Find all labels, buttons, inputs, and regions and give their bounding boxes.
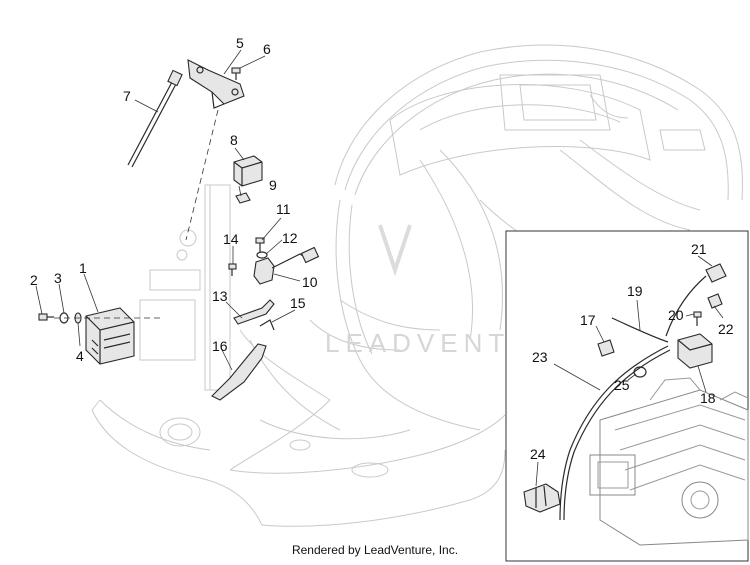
watermark-logo: [378, 224, 412, 277]
part-1-voltage-regulator[interactable]: [85, 307, 135, 365]
callout-2[interactable]: 2: [30, 272, 38, 288]
part-11-screw[interactable]: [255, 237, 265, 252]
callout-23[interactable]: 23: [532, 349, 548, 365]
part-10-switch[interactable]: [253, 246, 320, 285]
callout-10[interactable]: 10: [302, 274, 318, 290]
part-22-connector[interactable]: [707, 293, 723, 309]
part-24-spark-plug-cap[interactable]: [523, 483, 561, 513]
footer-credit: Rendered by LeadVenture, Inc.: [291, 543, 459, 557]
callout-19[interactable]: 19: [627, 283, 643, 299]
part-9-rubber-cap[interactable]: [235, 192, 251, 204]
part-5-bracket[interactable]: [187, 59, 245, 109]
callout-5[interactable]: 5: [236, 35, 244, 51]
callout-16[interactable]: 16: [212, 338, 228, 354]
callout-12[interactable]: 12: [282, 230, 298, 246]
callout-13[interactable]: 13: [212, 288, 228, 304]
callouts: 5 6 7 8 9 11 12 14 10 13 15 16 1 2 3 4 2…: [30, 35, 734, 462]
part-17-clip[interactable]: [597, 339, 615, 357]
part-18-ignition-coil[interactable]: [677, 333, 713, 369]
callout-21[interactable]: 21: [691, 241, 707, 257]
callout-8[interactable]: 8: [230, 132, 238, 148]
callout-15[interactable]: 15: [290, 295, 306, 311]
callout-7[interactable]: 7: [123, 88, 131, 104]
part-14-screw[interactable]: [228, 263, 237, 276]
callout-18[interactable]: 18: [700, 390, 716, 406]
callout-25[interactable]: 25: [614, 377, 630, 393]
part-21-cap[interactable]: [665, 263, 727, 337]
assembly-line-bracket: [185, 109, 219, 241]
callout-22[interactable]: 22: [718, 321, 734, 337]
part-6-screw[interactable]: [231, 67, 241, 80]
part-8-relay[interactable]: [233, 155, 263, 187]
part-2-screw[interactable]: [38, 313, 54, 321]
part-20-screw[interactable]: [693, 311, 702, 326]
callout-24[interactable]: 24: [530, 446, 546, 462]
callout-4[interactable]: 4: [76, 348, 84, 364]
callout-17[interactable]: 17: [580, 312, 596, 328]
part-13-bracket[interactable]: [233, 299, 275, 325]
part-12-washer[interactable]: [256, 251, 268, 259]
part-7-cable-tie[interactable]: [127, 69, 183, 168]
callout-1[interactable]: 1: [79, 260, 87, 276]
part-15-clip[interactable]: [259, 319, 275, 331]
leader-lines: [35, 49, 724, 487]
callout-9[interactable]: 9: [269, 177, 277, 193]
scooter-body-outline: [91, 44, 743, 527]
callout-20[interactable]: 20: [668, 307, 684, 323]
callout-6[interactable]: 6: [263, 41, 271, 57]
part-23-cable[interactable]: [559, 345, 671, 521]
callout-11[interactable]: 11: [276, 201, 291, 217]
engine-block-illustration: [589, 377, 749, 546]
part-16-cover[interactable]: [211, 343, 267, 401]
callout-14[interactable]: 14: [223, 231, 239, 247]
callout-3[interactable]: 3: [54, 270, 62, 286]
part-19-wire[interactable]: [611, 317, 669, 343]
